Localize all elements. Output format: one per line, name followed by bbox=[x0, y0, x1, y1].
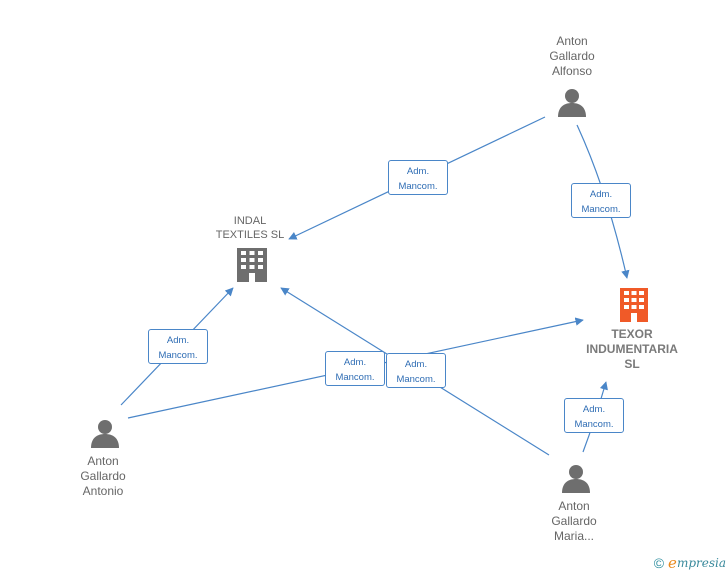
building-icon-texor bbox=[620, 288, 648, 322]
edge-label-antonio-texor[interactable]: Adm. Mancom. bbox=[325, 351, 385, 386]
node-label-anton-alfonso[interactable]: Anton Gallardo Alfonso bbox=[549, 34, 595, 78]
copyright-icon: © bbox=[653, 555, 665, 571]
person-icon-alfonso bbox=[558, 89, 586, 117]
edge-label-maria-indal[interactable]: Adm. Mancom. bbox=[386, 353, 446, 388]
edge-label-maria-texor[interactable]: Adm. Mancom. bbox=[564, 398, 624, 433]
node-label-anton-antonio[interactable]: Anton Gallardo Antonio bbox=[80, 454, 126, 498]
node-label-indal-textiles[interactable]: INDAL TEXTILES SL bbox=[215, 215, 285, 241]
edge-label-line1: Adm. bbox=[166, 335, 190, 346]
edge-label-line2: Mancom. bbox=[581, 204, 621, 215]
person-icon-antonio bbox=[91, 420, 119, 448]
edge-label-line2: Mancom. bbox=[396, 374, 436, 385]
edge-label-line2: Mancom. bbox=[398, 181, 438, 192]
edge-label-line1: Adm. bbox=[343, 357, 367, 368]
node-label-anton-maria[interactable]: Anton Gallardo Maria... bbox=[551, 499, 597, 543]
node-label-texor-indumentaria[interactable]: TEXOR INDUMENTARIA SL bbox=[586, 327, 678, 371]
edge-label-alfonso-texor[interactable]: Adm. Mancom. bbox=[571, 183, 631, 218]
building-icon-indal bbox=[237, 248, 267, 282]
edge-label-line1: Adm. bbox=[404, 359, 428, 370]
brand-logo-initial: e bbox=[668, 554, 677, 572]
edge-label-line1: Adm. bbox=[589, 189, 613, 200]
edge-label-antonio-indal[interactable]: Adm. Mancom. bbox=[148, 329, 208, 364]
edge-label-alfonso-indal[interactable]: Adm. Mancom. bbox=[388, 160, 448, 195]
edge-label-line2: Mancom. bbox=[574, 419, 614, 430]
brand-logo-text: mpresia bbox=[676, 556, 726, 570]
edge-label-line2: Mancom. bbox=[158, 350, 198, 361]
edge-label-line2: Mancom. bbox=[335, 372, 375, 383]
edge-lines bbox=[120, 116, 630, 456]
edge-label-line1: Adm. bbox=[582, 404, 606, 415]
person-icon-maria bbox=[562, 465, 590, 493]
edge-label-line1: Adm. bbox=[406, 166, 430, 177]
